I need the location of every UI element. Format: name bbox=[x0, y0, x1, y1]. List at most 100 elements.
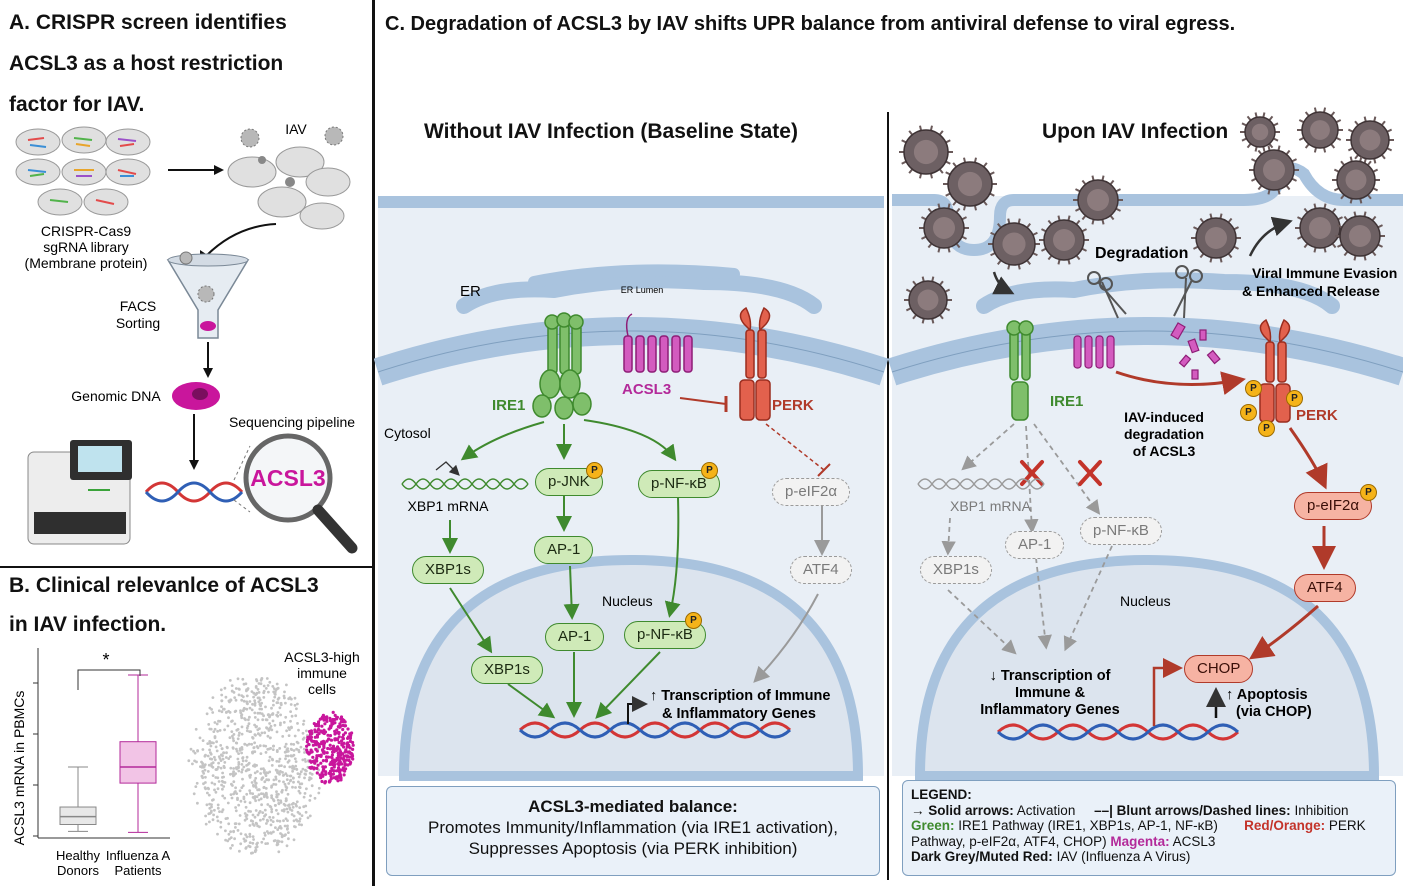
tsne-point bbox=[271, 719, 275, 723]
tsne-point bbox=[308, 799, 312, 802]
p-eif2a-node-right: p-eIF2α bbox=[1294, 492, 1373, 520]
tsne-point bbox=[207, 793, 211, 797]
tsne-point bbox=[220, 779, 224, 783]
tsne-point bbox=[297, 750, 301, 754]
tsne-point-acsl3-high bbox=[343, 731, 347, 735]
perk-label-left: PERK bbox=[772, 397, 814, 414]
tsne-point bbox=[240, 786, 244, 789]
tsne-point bbox=[234, 698, 238, 702]
tsne-point bbox=[251, 736, 255, 740]
tsne-point bbox=[248, 776, 252, 779]
tsne-point bbox=[270, 794, 273, 797]
tsne-point-acsl3-high bbox=[315, 766, 319, 770]
tsne-point bbox=[264, 787, 268, 790]
ire1-label-left: IRE1 bbox=[492, 397, 525, 414]
tsne-point bbox=[228, 679, 232, 682]
tsne-point bbox=[301, 758, 305, 762]
tsne-point bbox=[248, 706, 252, 710]
tsne-point bbox=[277, 826, 281, 829]
tsne-point bbox=[232, 739, 236, 743]
tsne-point bbox=[264, 774, 268, 777]
tsne-point bbox=[292, 743, 296, 746]
tsne-point bbox=[215, 722, 219, 726]
tsne-point bbox=[254, 781, 258, 785]
tsne-point bbox=[265, 830, 269, 833]
tsne-point bbox=[286, 810, 290, 814]
tsne-point bbox=[291, 805, 295, 809]
tsne-point bbox=[307, 778, 311, 782]
tsne-point bbox=[268, 815, 272, 819]
tsne-point-acsl3-high bbox=[321, 765, 325, 769]
tsne-point bbox=[211, 761, 215, 765]
tsne-point-acsl3-high bbox=[320, 742, 324, 746]
tsne-point bbox=[224, 838, 228, 842]
tsne-point bbox=[262, 767, 265, 771]
tsne-point-acsl3-high bbox=[317, 724, 321, 728]
tsne-point bbox=[247, 722, 251, 725]
tsne-point bbox=[234, 806, 238, 809]
tsne-point-acsl3-high bbox=[331, 710, 335, 714]
tsne-point bbox=[212, 798, 215, 801]
tsne-point bbox=[213, 727, 217, 731]
tsne-point bbox=[238, 731, 241, 735]
tsne-point bbox=[275, 730, 279, 734]
tsne-point bbox=[253, 699, 257, 703]
tsne-point bbox=[229, 698, 233, 702]
tsne-point bbox=[272, 744, 275, 748]
tsne-point bbox=[291, 766, 295, 770]
iav-degradation-line2: degradation bbox=[1124, 426, 1204, 442]
tsne-point bbox=[291, 769, 294, 773]
group1-label-line1: Healthy bbox=[56, 848, 101, 863]
tsne-point bbox=[257, 793, 261, 796]
tsne-point bbox=[226, 816, 229, 820]
tsne-point bbox=[192, 749, 195, 753]
tsne-point bbox=[234, 826, 237, 829]
tsne-point bbox=[272, 687, 276, 690]
tsne-point bbox=[286, 754, 290, 758]
tsne-point bbox=[218, 719, 222, 723]
tsne-point bbox=[235, 728, 239, 732]
tsne-point bbox=[292, 749, 296, 752]
tsne-point bbox=[275, 682, 279, 686]
tsne-point-acsl3-high bbox=[330, 720, 334, 724]
tsne-point bbox=[251, 702, 254, 706]
tsne-point bbox=[210, 757, 214, 761]
tsne-point bbox=[239, 842, 243, 846]
tsne-point bbox=[232, 767, 236, 770]
tsne-point bbox=[256, 711, 260, 715]
panel-b: B. Clinical relevanlce of ACSL3 in IAV i… bbox=[0, 568, 374, 886]
tsne-point bbox=[209, 744, 213, 748]
tsne-point bbox=[231, 784, 234, 787]
tsne-point-acsl3-high bbox=[323, 765, 327, 769]
tsne-point bbox=[223, 761, 227, 764]
tsne-point bbox=[280, 790, 284, 794]
tsne-point bbox=[276, 769, 279, 772]
tsne-point-acsl3-high bbox=[350, 755, 354, 759]
tsne-point-acsl3-high bbox=[320, 716, 324, 720]
tsne-point bbox=[286, 792, 290, 796]
tsne-point bbox=[249, 810, 253, 813]
tsne-point bbox=[269, 736, 272, 740]
tsne-point bbox=[271, 685, 275, 688]
tsne-point bbox=[277, 802, 281, 806]
tsne-point bbox=[210, 803, 213, 806]
tsne-point bbox=[263, 831, 266, 835]
sequencer-machine bbox=[27, 440, 132, 545]
tsne-point bbox=[260, 840, 264, 844]
tsne-point bbox=[283, 824, 287, 828]
perk-receptor-left bbox=[739, 306, 771, 421]
tsne-point bbox=[218, 757, 222, 760]
tsne-point bbox=[216, 803, 220, 807]
library-label-line1: CRISPR-Cas9 bbox=[41, 223, 131, 239]
right-heading: Upon IAV Infection bbox=[1042, 120, 1229, 143]
tsne-point-acsl3-high bbox=[311, 743, 315, 747]
tsne-point bbox=[300, 814, 304, 817]
tsne-point bbox=[273, 839, 277, 842]
tsne-point bbox=[281, 735, 285, 738]
tsne-point bbox=[244, 759, 248, 763]
tsne-point bbox=[218, 810, 221, 813]
tsne-point bbox=[277, 696, 281, 700]
virion-icon bbox=[904, 276, 952, 324]
tsne-point-acsl3-high bbox=[328, 734, 333, 738]
tsne-point bbox=[253, 703, 257, 707]
